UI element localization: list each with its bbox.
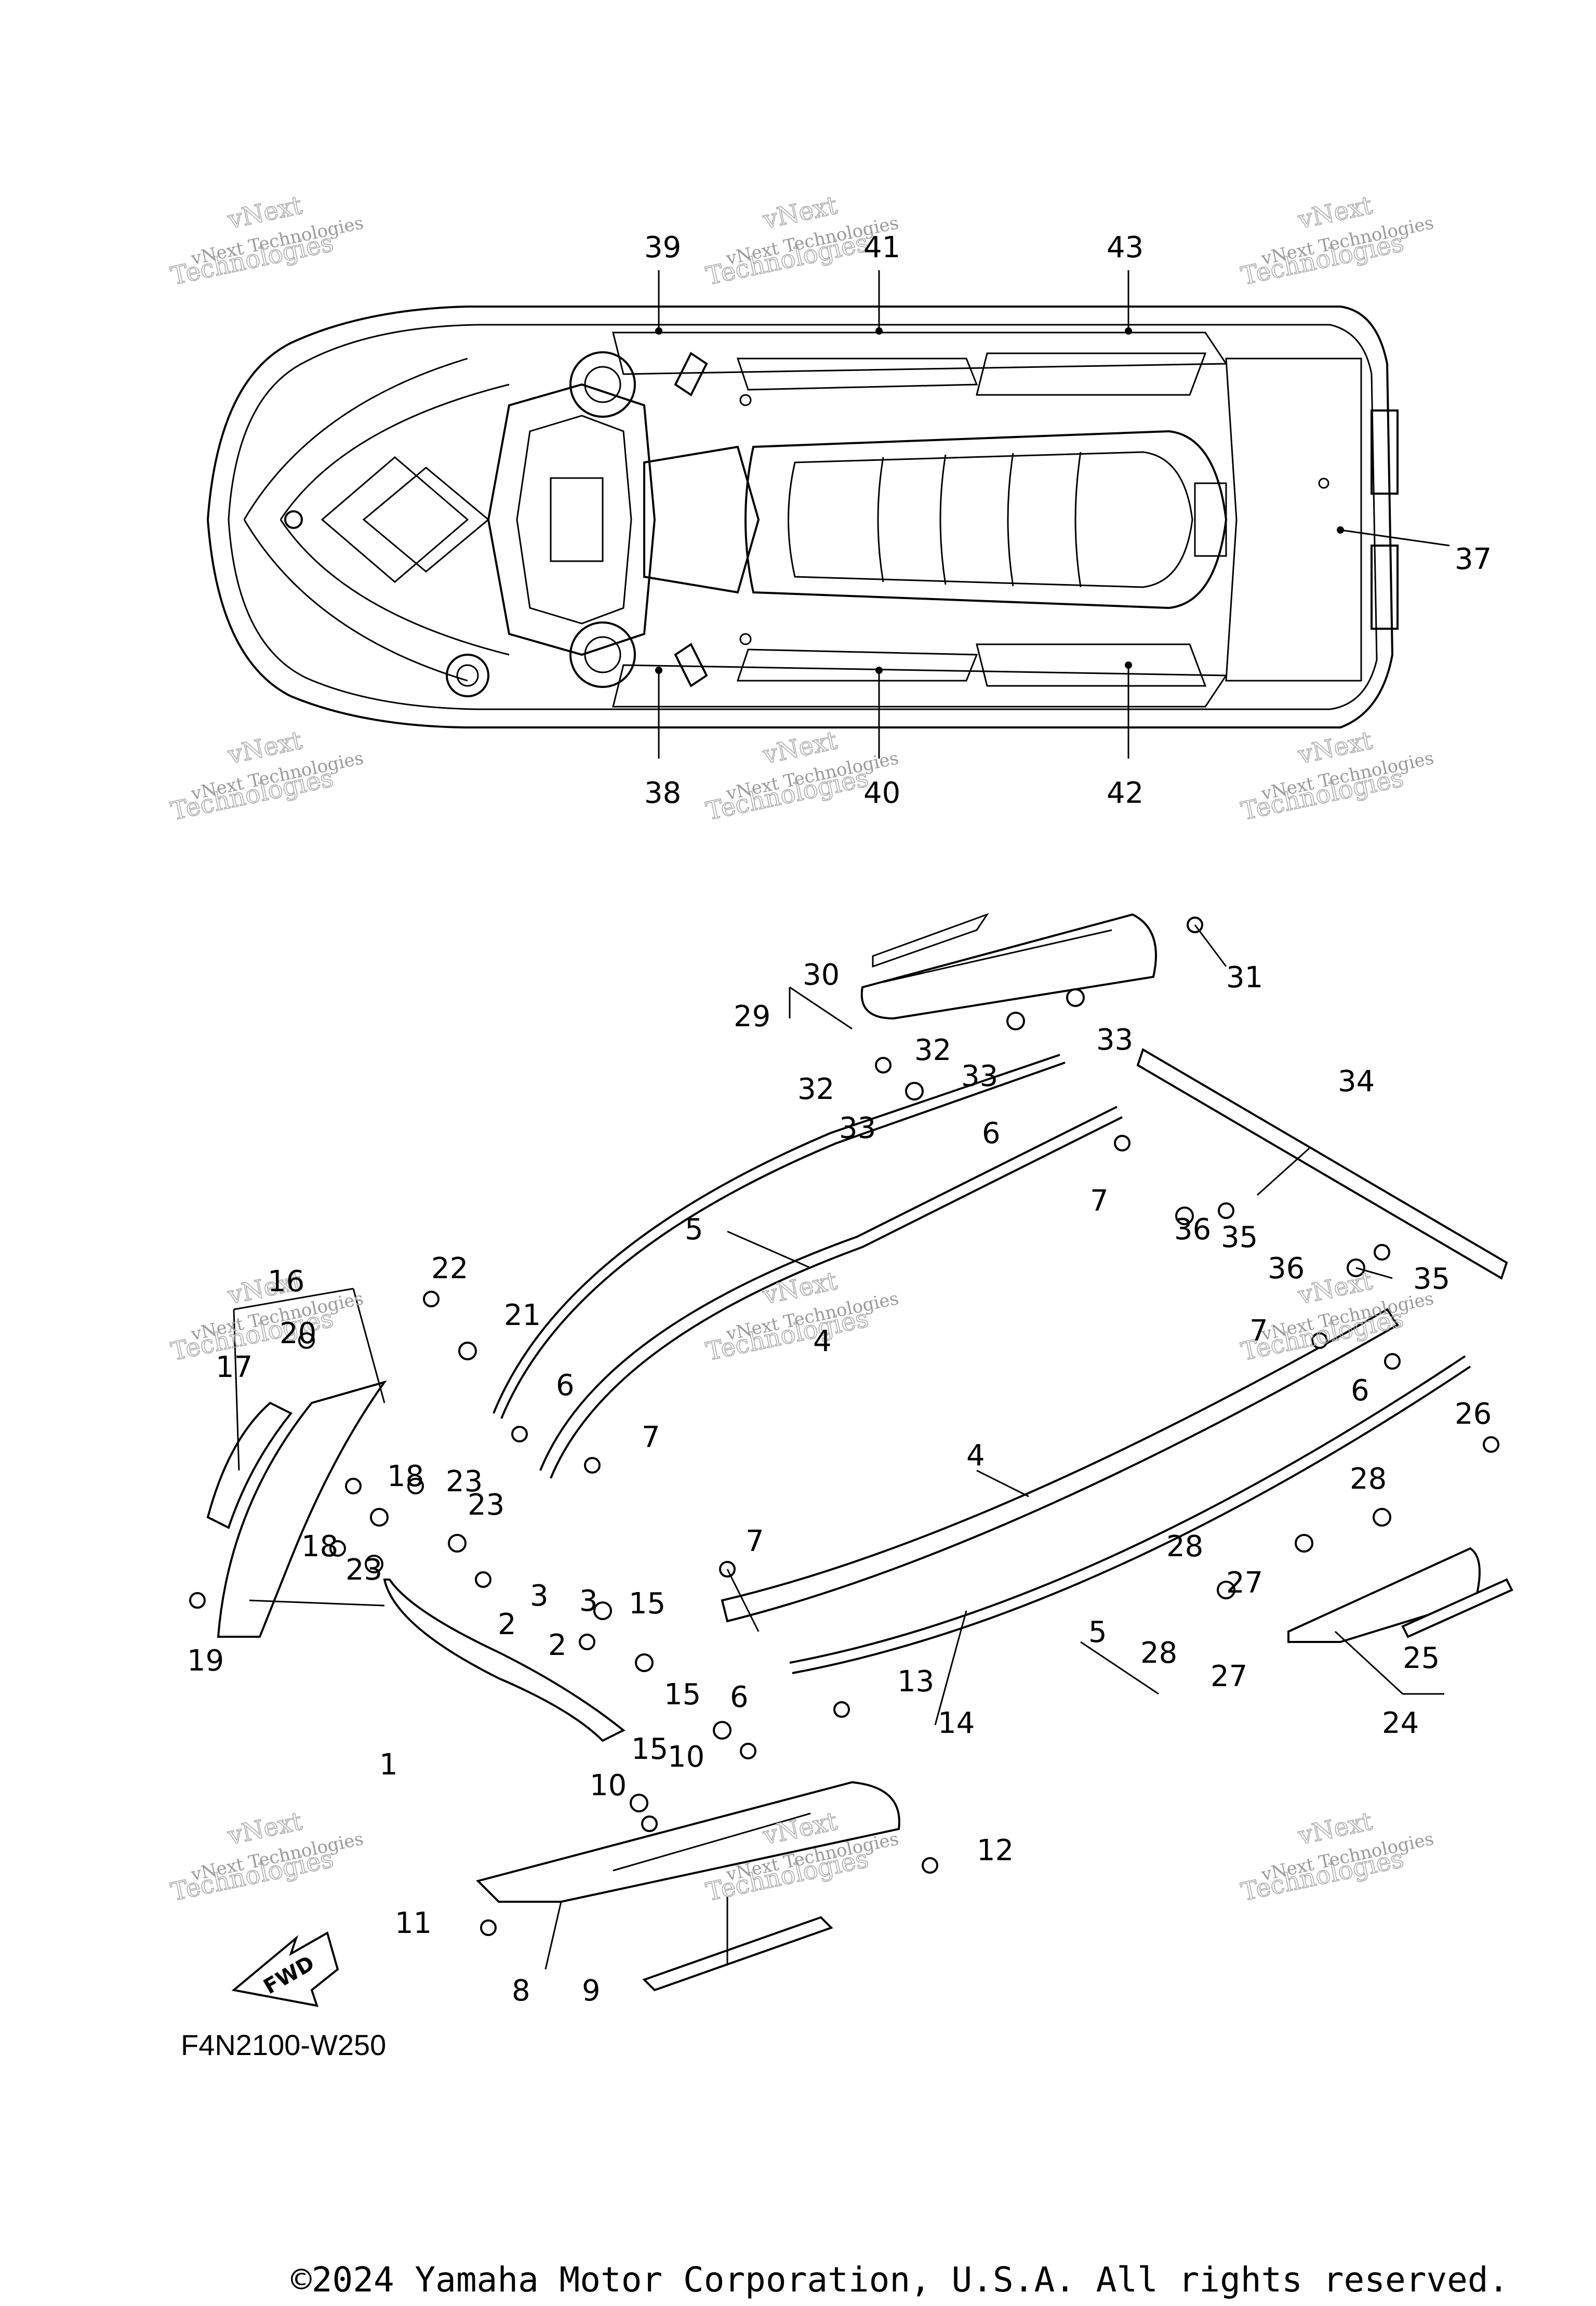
watercraft-top-view [206, 270, 1450, 759]
callout-2a: 2 [498, 1608, 516, 1641]
callout-9: 9 [582, 1974, 601, 2008]
callout-36a: 36 [1174, 1213, 1211, 1247]
diagram-code: F4N2100-W250 [181, 2029, 386, 2061]
callout-38: 38 [644, 776, 681, 810]
callout-6b: 6 [556, 1369, 575, 1402]
callout-30: 30 [803, 958, 840, 992]
callout-25: 25 [1403, 1641, 1440, 1675]
callout-7c: 7 [642, 1421, 660, 1454]
callout-43: 43 [1107, 231, 1143, 264]
callout-31: 31 [1226, 961, 1263, 995]
callout-17: 17 [216, 1350, 252, 1384]
callout-33b: 33 [1096, 1023, 1133, 1057]
callout-34: 34 [1338, 1065, 1375, 1098]
callout-6a: 6 [982, 1117, 1001, 1150]
callout-7b: 7 [1249, 1314, 1268, 1348]
callout-21: 21 [504, 1298, 541, 1332]
callout-15c: 15 [631, 1732, 668, 1766]
callout-35a: 35 [1221, 1221, 1258, 1254]
callout-11: 11 [395, 1906, 432, 1940]
callout-40: 40 [863, 776, 900, 810]
callout-3b: 3 [579, 1584, 598, 1618]
callout-28a: 28 [1350, 1462, 1387, 1496]
callout-15b: 15 [664, 1678, 701, 1712]
callout-18a: 18 [387, 1460, 424, 1493]
callout-36b: 36 [1268, 1252, 1305, 1285]
callout-20: 20 [280, 1317, 316, 1350]
callout-16: 16 [268, 1265, 304, 1298]
callout-33a: 33 [961, 1059, 998, 1093]
callout-24: 24 [1382, 1706, 1419, 1740]
callout-10b: 10 [590, 1769, 627, 1803]
callout-39: 39 [644, 231, 681, 264]
callout-6d: 6 [730, 1680, 749, 1714]
callout-12: 12 [977, 1834, 1014, 1867]
callout-23a: 23 [446, 1465, 483, 1499]
callout-5a: 5 [685, 1213, 703, 1247]
callout-29: 29 [734, 1000, 770, 1033]
callout-13: 13 [897, 1665, 934, 1699]
callout-5b: 5 [1088, 1615, 1107, 1649]
callout-23c: 23 [468, 1488, 504, 1522]
callout-4a: 4 [813, 1324, 832, 1358]
callout-1: 1 [379, 1748, 398, 1782]
callout-33c: 33 [839, 1111, 876, 1145]
callout-14: 14 [938, 1706, 975, 1740]
callout-8: 8 [512, 1974, 530, 2008]
callout-23b: 23 [345, 1553, 382, 1587]
callout-35b: 35 [1413, 1262, 1450, 1296]
callout-26: 26 [1455, 1397, 1492, 1431]
callout-18b: 18 [301, 1530, 338, 1563]
callout-42: 42 [1107, 776, 1143, 810]
callout-6c: 6 [1351, 1374, 1369, 1408]
exploded-parts-view [189, 913, 1513, 1992]
callout-19: 19 [187, 1644, 224, 1678]
callout-4b: 4 [966, 1439, 985, 1473]
callout-7d: 7 [746, 1525, 764, 1558]
callout-22: 22 [431, 1252, 468, 1285]
callout-3a: 3 [530, 1579, 549, 1613]
callout-27b: 27 [1211, 1660, 1247, 1693]
copyright-notice: ©2024 Yamaha Motor Corporation, U.S.A. A… [291, 2260, 1509, 2300]
callout-37: 37 [1455, 542, 1492, 576]
callout-2b: 2 [548, 1628, 567, 1662]
callout-28c: 28 [1140, 1636, 1177, 1670]
callout-15a: 15 [629, 1587, 666, 1621]
callout-28b: 28 [1166, 1530, 1203, 1563]
fwd-arrow-icon: FWD [231, 1931, 339, 2007]
callout-27a: 27 [1226, 1566, 1263, 1600]
callout-7a: 7 [1090, 1184, 1109, 1218]
callout-32a: 32 [914, 1033, 951, 1067]
callout-41: 41 [863, 231, 900, 264]
callout-10a: 10 [668, 1740, 704, 1774]
callout-32b: 32 [797, 1072, 834, 1106]
